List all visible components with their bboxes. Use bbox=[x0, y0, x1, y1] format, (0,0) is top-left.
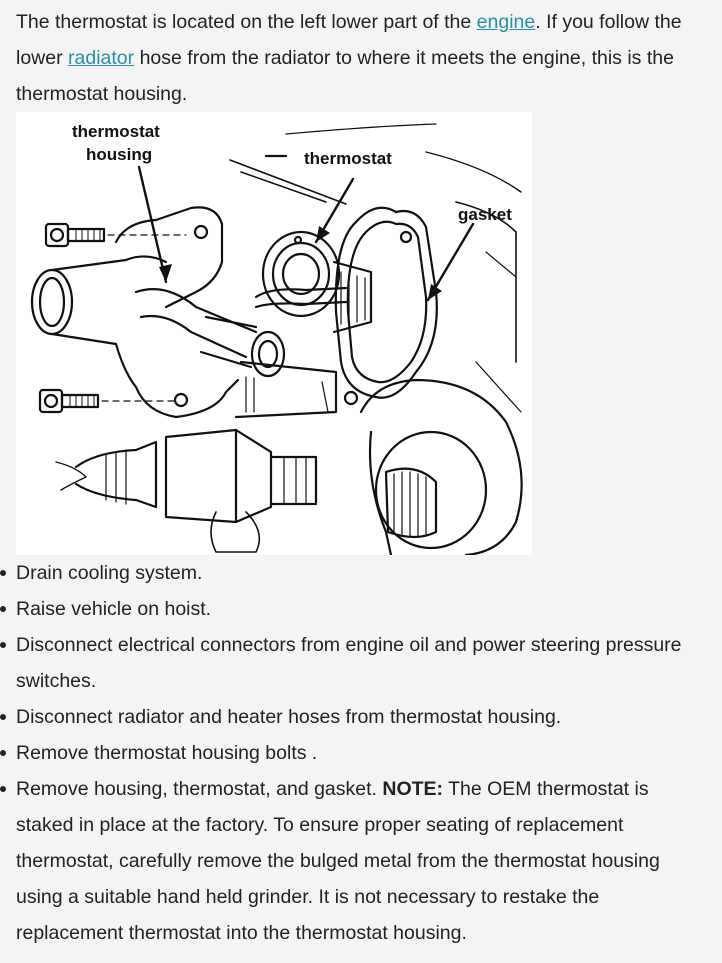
thermostat-diagram: thermostat housing thermostat gasket bbox=[16, 112, 532, 555]
intro-text-1: The thermostat is located on the left lo… bbox=[16, 11, 477, 33]
list-item: Disconnect electrical connectors from en… bbox=[0, 627, 706, 699]
label-thermostat: thermostat bbox=[304, 149, 392, 168]
list-item: Remove housing, thermostat, and gasket. … bbox=[0, 771, 706, 951]
list-item: Disconnect radiator and heater hoses fro… bbox=[0, 699, 706, 735]
bullet-icon bbox=[0, 750, 6, 756]
radiator-link[interactable]: radiator bbox=[68, 47, 135, 69]
label-gasket: gasket bbox=[458, 205, 512, 224]
label-thermostat-housing-line1: thermostat bbox=[72, 122, 160, 141]
step-text: Disconnect electrical connectors from en… bbox=[16, 634, 682, 692]
bullet-icon bbox=[0, 786, 6, 792]
procedure-steps-list: Drain cooling system. Raise vehicle on h… bbox=[0, 555, 706, 951]
intro-text-2: . If you follow the lower bbox=[16, 11, 682, 69]
label-thermostat-housing-line2: housing bbox=[86, 145, 152, 164]
list-item: Remove thermostat housing bolts . bbox=[0, 735, 706, 771]
bullet-icon bbox=[0, 570, 6, 576]
bullet-icon bbox=[0, 714, 6, 720]
step-text: Raise vehicle on hoist. bbox=[16, 598, 212, 620]
bullet-icon bbox=[0, 642, 6, 648]
note-text: The OEM thermostat is staked in place at… bbox=[16, 778, 660, 944]
diagram-arrowheads bbox=[159, 226, 442, 300]
step-text: Disconnect radiator and heater hoses fro… bbox=[16, 706, 562, 728]
intro-paragraph: The thermostat is located on the left lo… bbox=[16, 0, 706, 112]
step-text: Remove thermostat housing bolts . bbox=[16, 742, 318, 764]
intro-text-3: hose from the radiator to where it meets… bbox=[16, 47, 674, 105]
list-item: Raise vehicle on hoist. bbox=[0, 591, 706, 627]
bullet-icon bbox=[0, 606, 6, 612]
thermostat-diagram-drawing: thermostat housing thermostat gasket bbox=[30, 122, 523, 555]
engine-link[interactable]: engine bbox=[476, 11, 536, 33]
list-item: Drain cooling system. bbox=[0, 555, 706, 591]
step-text: Drain cooling system. bbox=[16, 562, 203, 584]
step-text: Remove housing, thermostat, and gasket. bbox=[16, 778, 383, 800]
diagram-line-art bbox=[30, 123, 523, 555]
note-label: NOTE: bbox=[382, 778, 444, 800]
